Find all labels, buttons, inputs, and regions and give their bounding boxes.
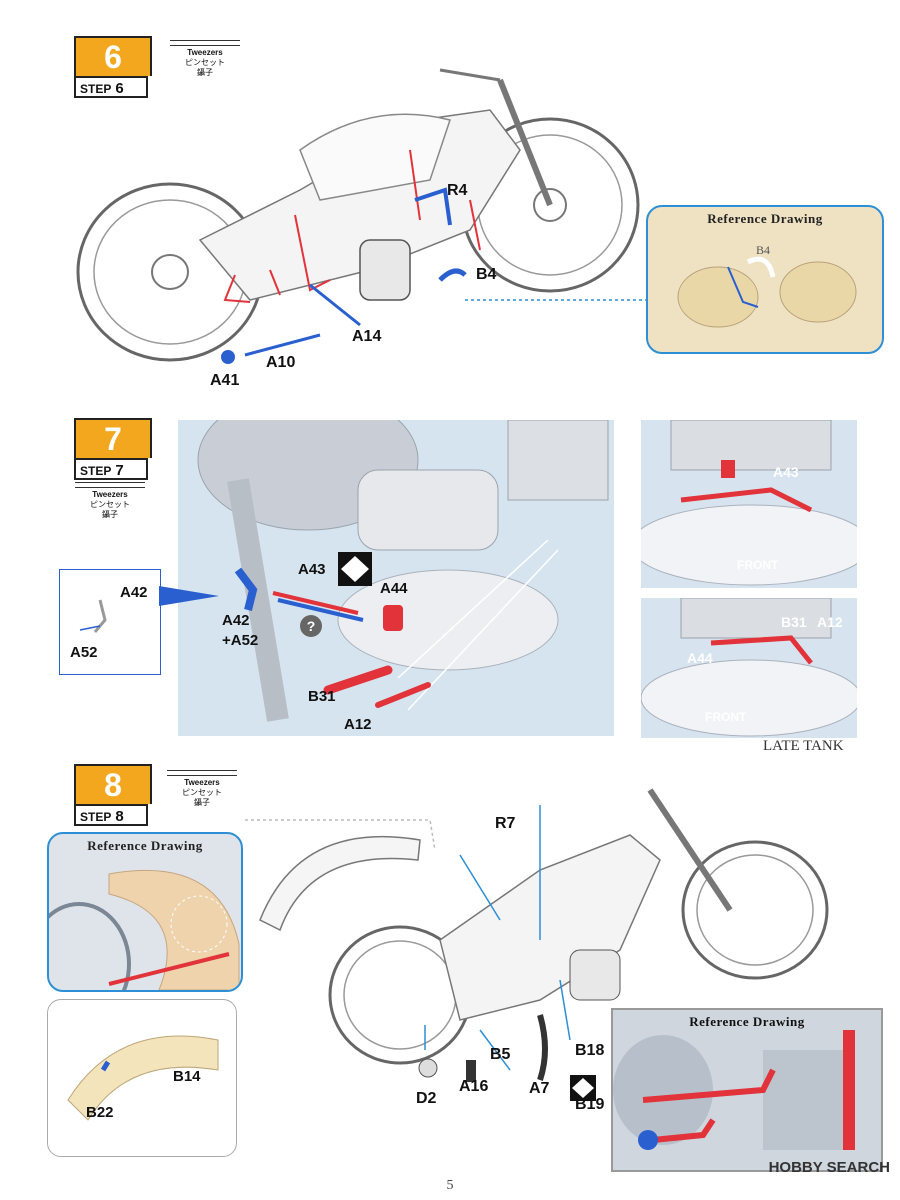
inset-label-a52: A52 — [70, 644, 98, 661]
part-label-d2: D2 — [416, 1090, 437, 1107]
step-7-side-view-1: A43 FRONT — [641, 420, 857, 588]
reference-part-label: B4 — [756, 243, 771, 257]
part-label-b14: B14 — [173, 1068, 201, 1085]
reference-title: Reference Drawing — [87, 838, 203, 853]
tool-tweezers: Tweezers ピンセット 鑷子 — [165, 40, 245, 78]
side-label-a43: A43 — [773, 464, 799, 480]
engine-underside-render: ? — [197, 420, 609, 722]
part-a44 — [383, 605, 403, 631]
late-tank-note: LATE TANK — [763, 738, 844, 754]
part-b4 — [438, 268, 467, 282]
part-label-b18: B18 — [575, 1042, 605, 1059]
step-6-motorcycle-diagram — [76, 68, 650, 364]
part-label-b22: B22 — [86, 1104, 114, 1121]
part-label-a10: A10 — [266, 354, 296, 371]
part-label-a43: A43 — [298, 561, 326, 578]
part-label-a42-a52: +A52 — [222, 632, 259, 649]
svg-text:?: ? — [307, 618, 316, 634]
fragile-part-icon — [572, 1078, 594, 1098]
part-label-a16: A16 — [459, 1078, 489, 1095]
step-number: 7 — [74, 418, 152, 458]
side-label-b31: B31 — [781, 614, 807, 630]
front-direction-label: FRONT — [737, 558, 779, 572]
part-a12 — [375, 682, 431, 708]
part-label-b4: B4 — [476, 266, 497, 283]
part-label-r4: R4 — [447, 182, 468, 199]
step-8-reference-drawing-left: Reference Drawing — [47, 832, 243, 992]
step-6-reference-drawing: Reference Drawing B4 — [646, 205, 884, 354]
part-label-b31: B31 — [308, 688, 336, 705]
part-label-a14: A14 — [352, 328, 382, 345]
step-8-motorcycle-diagram — [245, 788, 829, 1101]
part-label-r7: R7 — [495, 815, 516, 832]
inset-label-a42: A42 — [120, 584, 148, 601]
part-label-a42: A42 — [222, 612, 250, 629]
step-number: 6 — [74, 36, 152, 76]
front-direction-label: FRONT — [705, 710, 747, 724]
step-8-reference-drawing-right: Reference Drawing — [611, 1008, 883, 1172]
tweezers-icon — [167, 770, 237, 776]
part-r4 — [414, 187, 452, 226]
part-a42-a52 — [234, 567, 258, 611]
part-a10-rod — [244, 333, 321, 357]
part-a41 — [221, 350, 235, 364]
side-label-a12: A12 — [817, 614, 843, 630]
step-7-main-photo: ? — [178, 420, 614, 736]
step-8-fender-subassembly: B14 B22 — [47, 999, 237, 1157]
fragile-part-icon — [341, 556, 369, 582]
part-d2 — [418, 1058, 438, 1078]
tweezers-icon — [75, 482, 145, 488]
part-label-a44: A44 — [380, 580, 408, 597]
reference-title: Reference Drawing — [689, 1014, 805, 1029]
part-label-a7: A7 — [529, 1080, 550, 1097]
part-b31 — [323, 665, 393, 695]
part-label-a41: A41 — [210, 372, 240, 389]
tool-tweezers: Tweezers ピンセット 鑷子 — [162, 770, 242, 808]
hobby-search-watermark: HOBBY SEARCH — [768, 1159, 890, 1176]
part-label-b19: B19 — [575, 1096, 605, 1113]
rear-fender — [259, 836, 421, 932]
question-icon — [300, 615, 322, 637]
part-a14 — [309, 283, 361, 327]
step-7-side-view-2: B31 A12 A44 FRONT — [641, 598, 857, 738]
step-7-subassembly-inset: A42 A52 — [59, 569, 161, 675]
page-number: 5 — [446, 1178, 454, 1193]
side-label-a44: A44 — [687, 650, 713, 666]
tool-tweezers: Tweezers ピンセット 鑷子 — [70, 482, 150, 520]
part-label-a12: A12 — [344, 716, 372, 733]
part-a16 — [466, 1060, 476, 1082]
step-number: 8 — [74, 764, 152, 804]
reference-title: Reference Drawing — [707, 211, 823, 226]
reference-illustration — [677, 256, 857, 328]
part-label-b5: B5 — [490, 1046, 511, 1063]
tweezers-icon — [170, 40, 240, 46]
part-a7 — [537, 1014, 548, 1081]
callout-pointer — [159, 586, 219, 606]
